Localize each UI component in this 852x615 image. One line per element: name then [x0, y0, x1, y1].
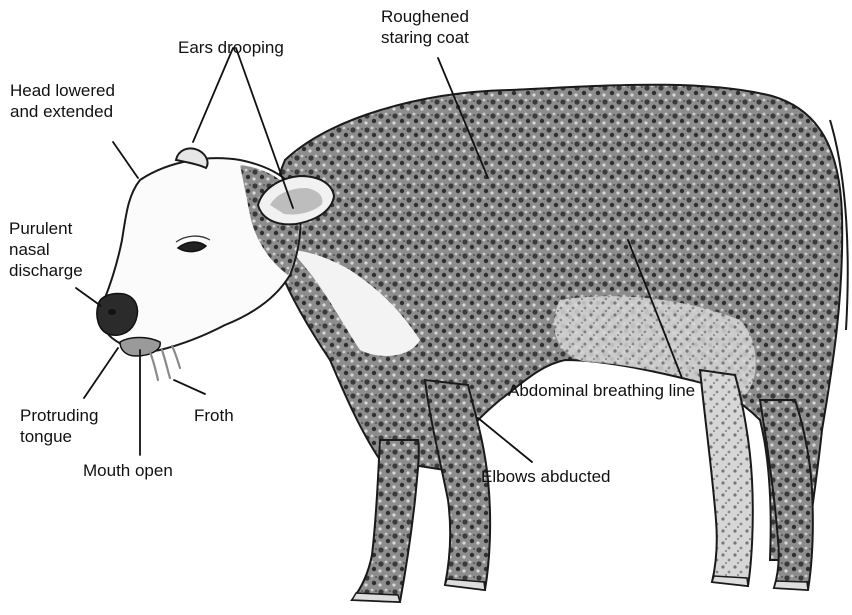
- calf-front-leg-left: [352, 440, 419, 602]
- label-elbows-abducted: Elbows abducted: [481, 466, 610, 487]
- label-mouth-open: Mouth open: [83, 460, 173, 481]
- calf-muzzle: [97, 293, 138, 335]
- label-head-lowered: Head lowered and extended: [10, 80, 115, 122]
- leader-elbows-abducted: [478, 418, 532, 462]
- label-protruding-tongue: Protruding tongue: [20, 405, 98, 447]
- label-roughened-coat: Roughened staring coat: [381, 6, 469, 48]
- label-abdominal-line: Abdominal breathing line: [508, 380, 695, 401]
- leader-ears-left: [193, 48, 233, 142]
- leader-protruding-tongue: [84, 348, 118, 398]
- leader-froth: [174, 380, 205, 394]
- label-nasal-discharge: Purulent nasal discharge: [9, 218, 83, 281]
- leader-nasal-discharge: [76, 288, 101, 306]
- leader-head-lowered: [113, 142, 138, 178]
- label-froth: Froth: [194, 405, 234, 426]
- label-ears-drooping: Ears drooping: [178, 37, 284, 58]
